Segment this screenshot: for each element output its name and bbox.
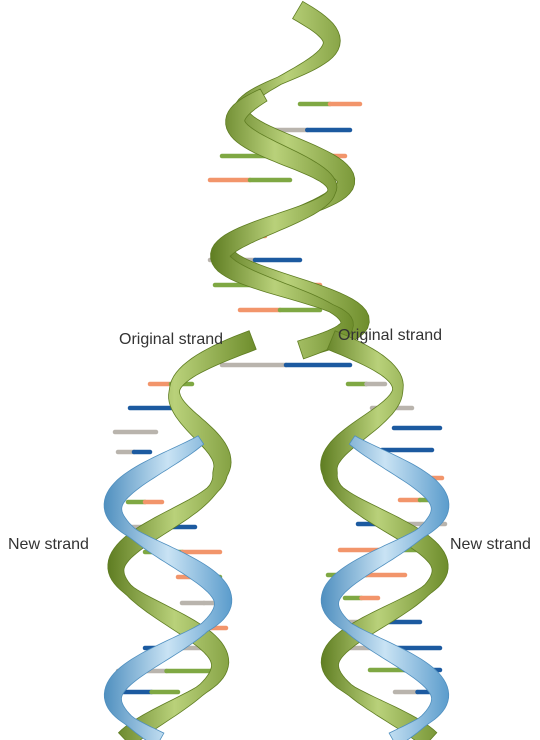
strand-ribbons <box>104 1 449 740</box>
new-strand-label-left: New strand <box>8 537 89 553</box>
new-strand-label-right: New strand <box>450 537 531 553</box>
original-strand-label-right: Original strand <box>338 328 442 344</box>
original-strand-label-left: Original strand <box>119 332 223 348</box>
